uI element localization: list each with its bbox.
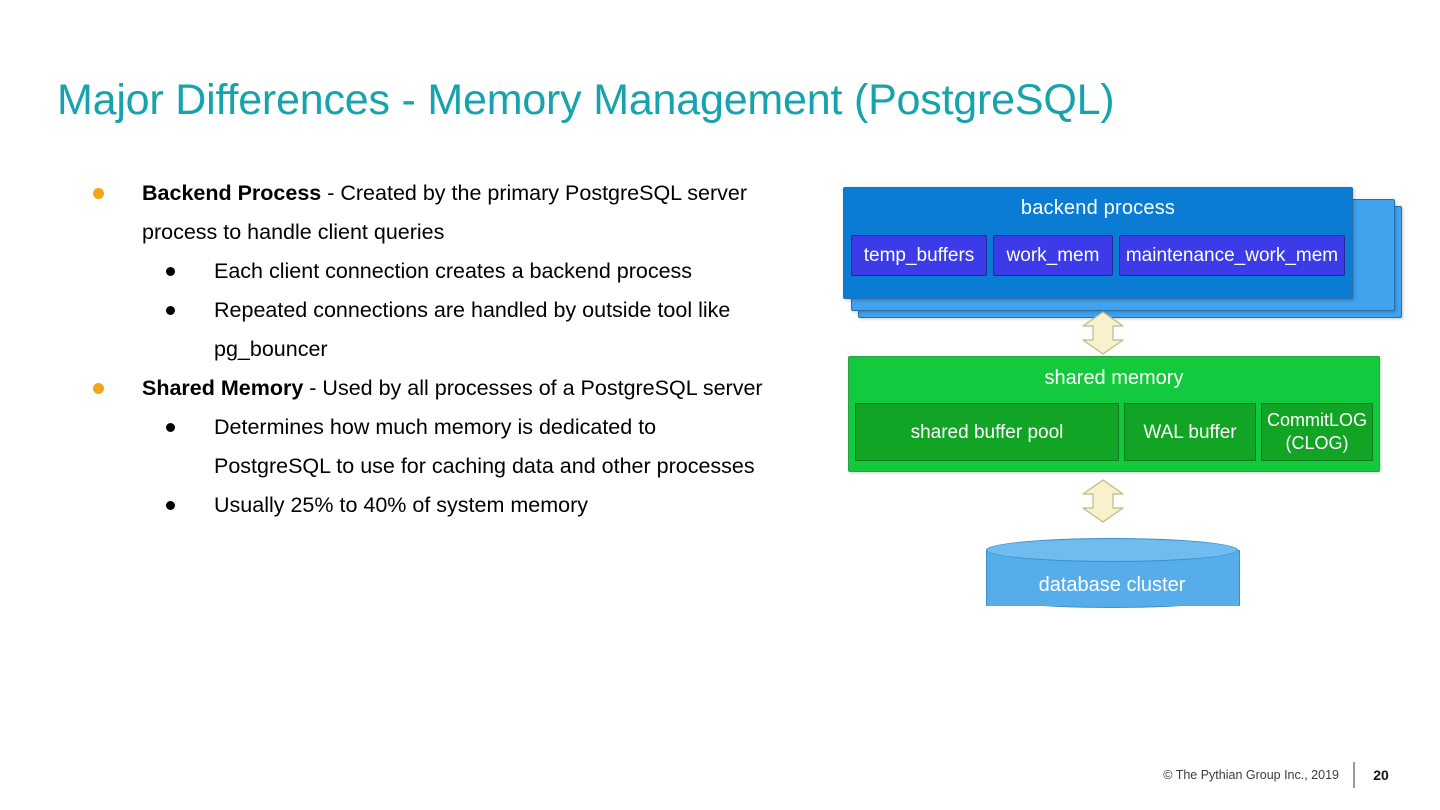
work-mem-box: work_mem [993,235,1113,276]
list-item-label: Determines how much memory is dedicated … [214,415,755,478]
copyright-text: © The Pythian Group Inc., 2019 [1163,768,1339,782]
bidirectional-arrow-icon [1070,478,1136,524]
page-title: Major Differences - Memory Management (P… [57,76,1115,124]
bullet-dot-icon [93,188,104,199]
backend-process-memory-row: temp_buffers work_mem maintenance_work_m… [851,235,1345,276]
list-item: Backend Process - Created by the primary… [78,174,778,252]
database-cluster-label: database cluster [1038,574,1186,596]
list-item-label: Repeated connections are handled by outs… [214,298,731,361]
shared-memory-title: shared memory [1044,367,1184,389]
list-item-label: - Used by all processes of a PostgreSQL … [303,376,763,400]
commitlog-box: CommitLOG (CLOG) [1261,403,1373,461]
bullet-dot-icon [166,423,175,432]
bullet-dot-icon [166,306,175,315]
list-item: Shared Memory - Used by all processes of… [78,369,778,408]
bullet-list: Backend Process - Created by the primary… [78,174,778,525]
list-item-label: Each client connection creates a backend… [214,259,693,283]
backend-process-box: backend process temp_buffers work_mem ma… [843,187,1353,299]
page-number: 20 [1373,767,1389,783]
database-cluster-cylinder: database cluster [986,538,1240,610]
maintenance-work-mem-box: maintenance_work_mem [1119,235,1345,276]
cylinder-top-ellipse [986,538,1238,562]
list-item: Determines how much memory is dedicated … [78,408,778,486]
temp-buffers-box: temp_buffers [851,235,987,276]
list-item-strong: Backend Process [142,181,322,205]
bidirectional-arrow-icon [1070,310,1136,356]
slide-footer: © The Pythian Group Inc., 2019 20 [1163,762,1391,788]
shared-buffer-pool-box: shared buffer pool [855,403,1119,461]
list-item-label: - Created by the primary PostgreSQL serv… [142,181,748,244]
wal-buffer-box: WAL buffer [1124,403,1256,461]
backend-process-title: backend process [1020,197,1176,219]
bullet-dot-icon [93,383,104,394]
commitlog-line2: (CLOG) [1285,433,1349,453]
list-item: Usually 25% to 40% of system memory [78,486,778,525]
shared-memory-box: shared memory shared buffer pool WAL buf… [848,356,1380,472]
list-item-label: Usually 25% to 40% of system memory [214,493,588,517]
list-item: Repeated connections are handled by outs… [78,291,778,369]
list-item: Each client connection creates a backend… [78,252,778,291]
list-item-strong: Shared Memory [142,376,304,400]
memory-architecture-diagram: backend process temp_buffers work_mem ma… [836,180,1402,620]
footer-divider [1353,762,1355,788]
shared-memory-components-row: shared buffer pool WAL buffer CommitLOG … [855,403,1373,461]
bullet-dot-icon [166,501,175,510]
bullet-dot-icon [166,267,175,276]
commitlog-line1: CommitLOG [1266,410,1367,430]
